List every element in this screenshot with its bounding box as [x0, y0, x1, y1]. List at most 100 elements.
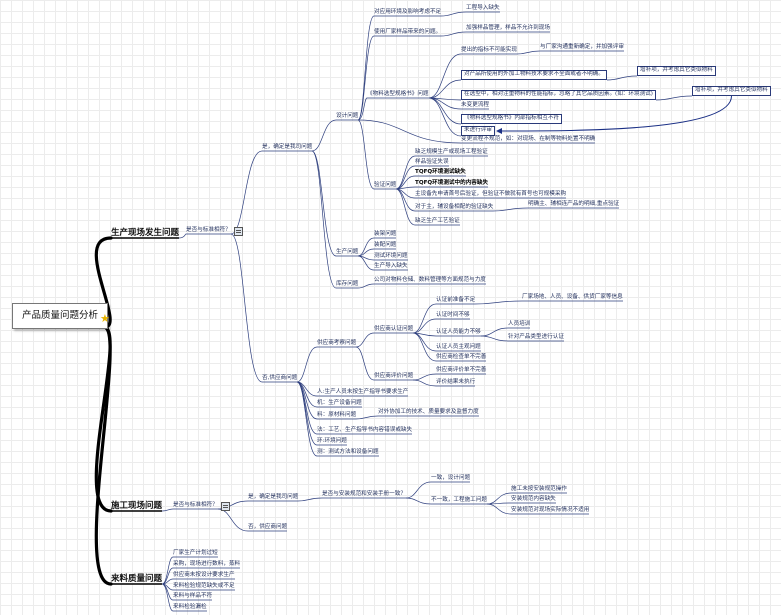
topic-c1[interactable]: 厂家生产计划过短	[173, 550, 218, 556]
topic-v6a[interactable]: 明确主、辅相连产品的明细,重点验证	[528, 201, 620, 207]
topic-b2y[interactable]: 是，确定是我司问题	[248, 494, 299, 500]
star-icon[interactable]: ★	[100, 312, 110, 325]
topic-n3a[interactable]: 对外协加工的技术、质量要求及监督力度	[378, 409, 479, 415]
topic-d3c[interactable]: 在选型中，相对注重物料的性能指标，忽略了其它品质因素。(如：环境测试)	[461, 90, 656, 100]
topic-m1e[interactable]: 供应商检查单不完善	[436, 354, 487, 360]
topic-d3[interactable]: 《物料选型规格书》问题	[367, 91, 429, 97]
topic-n1[interactable]: 人:生产人员未按生产指导书要求生产	[317, 389, 409, 395]
topic-n3[interactable]: 料：原材料问题	[317, 412, 357, 418]
topic-d3f[interactable]: 未进行评审	[461, 126, 495, 136]
topic-d1a[interactable]: 工程导入缺失	[466, 5, 500, 11]
topic-m1[interactable]: 供应商认证问题	[374, 326, 414, 332]
topic-connector	[428, 97, 462, 137]
topic-d3a1[interactable]: 与厂家沟通重新确定，并加强评审	[540, 44, 624, 50]
topic-b2n[interactable]: 否，供应商问题	[248, 524, 288, 530]
topic-n5[interactable]: 环:环境问题	[317, 438, 347, 444]
topic-m1c2[interactable]: 针对产品类型进行认证	[508, 334, 564, 340]
topic-connector	[405, 481, 432, 499]
topic-connector	[412, 379, 437, 387]
topic-connector	[428, 53, 462, 99]
topic-n2[interactable]: 机：生产设备问题	[317, 400, 362, 406]
topic-b2[interactable]: 施工现场问题	[111, 501, 163, 511]
topic-c3[interactable]: 供应商未按设计要求生产	[173, 572, 235, 578]
topic-b2q[interactable]: 是否与标准相符？	[173, 502, 218, 508]
topic-n4[interactable]: 法：工艺、生产指导书内容错误或缺失	[317, 427, 413, 433]
topic-d3a[interactable]: 提出的指标不可能实现	[461, 47, 517, 53]
topic-d2[interactable]: 使用厂家样品带来的问题。	[374, 29, 442, 35]
topic-connector	[230, 233, 263, 383]
note-icon[interactable]	[221, 502, 230, 511]
topic-b2y2c[interactable]: 安装规范对现场实际情况不适用	[511, 507, 590, 513]
topic-d2a[interactable]: 加强样品管理，样品不允许到现场	[466, 25, 550, 31]
topic-b1q[interactable]: 是否与标准相符？	[186, 227, 231, 233]
topic-connector	[412, 332, 437, 362]
topic-n6[interactable]: 测：测试方法和设备问题	[317, 449, 379, 455]
topic-d3c1[interactable]: 增补项，并考虑其它类似物料	[692, 86, 771, 96]
topic-p2[interactable]: 装配问题	[374, 242, 397, 248]
topic-connector	[161, 556, 174, 585]
topic-c4[interactable]: 来料检验规范缺失或不足	[173, 583, 235, 589]
topic-v3[interactable]: TQFQ环境测试缺失	[415, 169, 466, 175]
topic-m1a1[interactable]: 厂家场地、人员、设备、供货厂家等信息	[522, 294, 623, 300]
topic-v7[interactable]: 缺乏生产工艺验证	[415, 218, 460, 224]
topic-b2y1[interactable]: 一致，设计问题	[431, 475, 471, 481]
topic-v[interactable]: 验证问题	[374, 182, 397, 188]
topic-b2y2[interactable]: 不一致，工程施工问题	[431, 497, 487, 503]
topic-d3d[interactable]: 未变更流程	[461, 102, 489, 108]
topic-m1c[interactable]: 认证人员能力不够	[436, 329, 481, 335]
topic-connector	[440, 11, 467, 17]
note-icon[interactable]	[234, 227, 243, 236]
topic-p1[interactable]: 装架问题	[374, 231, 397, 237]
topic-d3b1[interactable]: 增补项，并考虑其它类似物料	[637, 66, 716, 76]
topic-connector	[357, 35, 375, 121]
topic-b3[interactable]: 来料质量问题	[111, 574, 163, 584]
topic-c6[interactable]: 来料检验漏检	[173, 604, 207, 610]
topic-v1[interactable]: 缺乏规模生产或现场工程验证	[415, 149, 488, 155]
topic-connector	[311, 150, 337, 257]
topic-connector	[486, 492, 512, 505]
topic-m2b[interactable]: 评价结果未执行	[436, 379, 476, 385]
topic-d3e[interactable]: 《物料选型规格书》内部指标相互不符	[461, 114, 563, 124]
topic-b2y2a[interactable]: 施工未按安装规范操作	[511, 486, 567, 492]
topic-p4[interactable]: 生产导入缺失	[374, 263, 408, 269]
topic-m1c1[interactable]: 人员培训	[508, 321, 531, 327]
topic-v6[interactable]: 对于主，辅设备相配的验证缺失	[415, 204, 494, 210]
topic-root[interactable]: 产品质量问题分析	[12, 303, 109, 329]
topic-m1d[interactable]: 认证人员主观问题	[436, 344, 481, 350]
topic-p[interactable]: 生产问题	[336, 249, 359, 255]
topic-s[interactable]: 库存问题	[336, 281, 359, 287]
topic-v5[interactable]: 主设备先申请首号后验证，但验证不做就有首号也可规模采购	[415, 191, 567, 197]
topic-m2a[interactable]: 供应商评价单不完善	[436, 367, 487, 373]
topic-connector	[486, 503, 512, 515]
topic-connector	[412, 303, 437, 334]
topic-connector	[357, 119, 462, 144]
topic-connector	[492, 207, 529, 212]
topic-b2y2b[interactable]: 安装规范内容缺失	[511, 496, 556, 502]
topic-m2[interactable]: 供应商评价问题	[374, 373, 414, 379]
topic-m1b[interactable]: 认证时间不够	[436, 312, 470, 318]
topic-no1[interactable]: 否,供应商问题	[262, 375, 298, 381]
topic-s1[interactable]: 公司对物料仓储、数料管理等方面规范与力度	[374, 277, 486, 283]
relationship-arrow[interactable]	[496, 95, 732, 134]
topic-connector	[412, 373, 437, 381]
topic-yes1[interactable]: 是，确定是我司问题	[262, 144, 313, 150]
topic-connector	[395, 155, 416, 190]
topic-b1[interactable]: 生产现场发生问题	[111, 228, 180, 238]
topic-m[interactable]: 供应商考察问题	[317, 340, 357, 346]
topic-d3b[interactable]: 对产品所使用的外加工物料技术要求不全面或者不明确。	[461, 70, 607, 80]
topic-b2yq[interactable]: 是否与安装规范和安装手册一致？	[322, 491, 406, 497]
topic-connector	[355, 346, 375, 381]
topic-p3[interactable]: 测试环境问题	[374, 253, 408, 259]
branch-connector	[94, 325, 113, 586]
topic-m1a[interactable]: 认证前准备不足	[436, 297, 476, 303]
topic-v2[interactable]: 样品验证失误	[415, 159, 449, 165]
topic-c2[interactable]: 采购，现场进行数料，蒸料	[173, 561, 241, 567]
topic-v4[interactable]: TQFQ环境测试中的内容缺失	[415, 180, 489, 186]
topic-connector	[355, 332, 375, 348]
topic-d[interactable]: 设计问题	[336, 113, 359, 119]
topic-c5[interactable]: 来料与样品不符	[173, 593, 213, 599]
topic-d4[interactable]: 变更流程不规范，如：对现场、在制等物料处置不明确	[461, 136, 596, 142]
topic-connector	[480, 327, 509, 337]
topic-d1[interactable]: 对应用环境及影响考虑不足	[374, 9, 442, 15]
